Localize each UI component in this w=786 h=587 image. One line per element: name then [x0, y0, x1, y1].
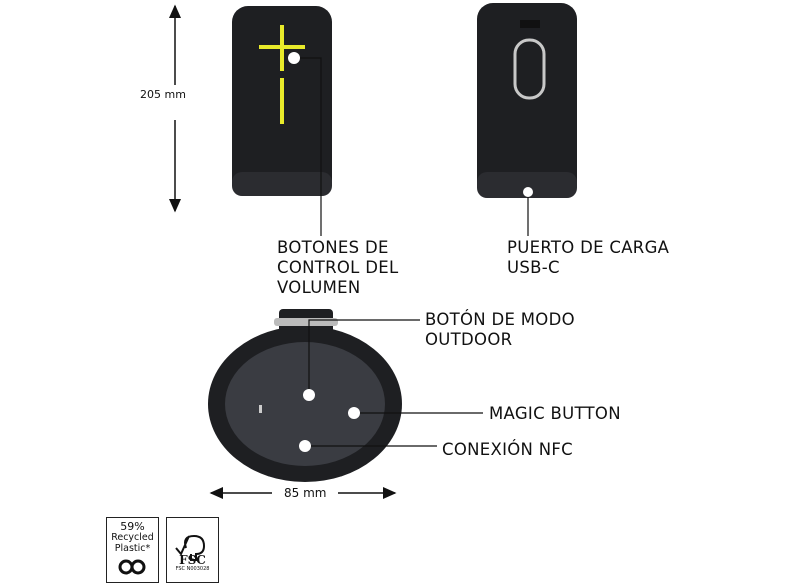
speaker-bottom-view	[208, 309, 483, 482]
speaker-front-view	[232, 6, 332, 236]
speaker-back-view	[477, 3, 577, 236]
recycle-icon	[118, 559, 146, 575]
width-label: 85 mm	[284, 486, 327, 500]
magic-button-label: MAGIC BUTTON	[489, 404, 621, 423]
nfc-label: CONEXIÓN NFC	[442, 440, 573, 459]
charging-port-label: PUERTO DE CARGA USB-C	[507, 238, 670, 277]
height-label: 205 mm	[140, 88, 186, 101]
fsc-tree-icon	[175, 534, 206, 561]
volume-buttons-label: BOTONES DE CONTROL DEL VOLUMEN	[277, 238, 399, 297]
outdoor-mode-label: BOTÓN DE MODO OUTDOOR	[425, 310, 575, 349]
fsc-badge: FSC FSC N003028	[166, 517, 219, 583]
recycled-plastic-badge: 59% Recycled Plastic*	[106, 517, 159, 583]
volume-down-icon	[280, 78, 284, 124]
carabiner-icon	[513, 38, 546, 100]
